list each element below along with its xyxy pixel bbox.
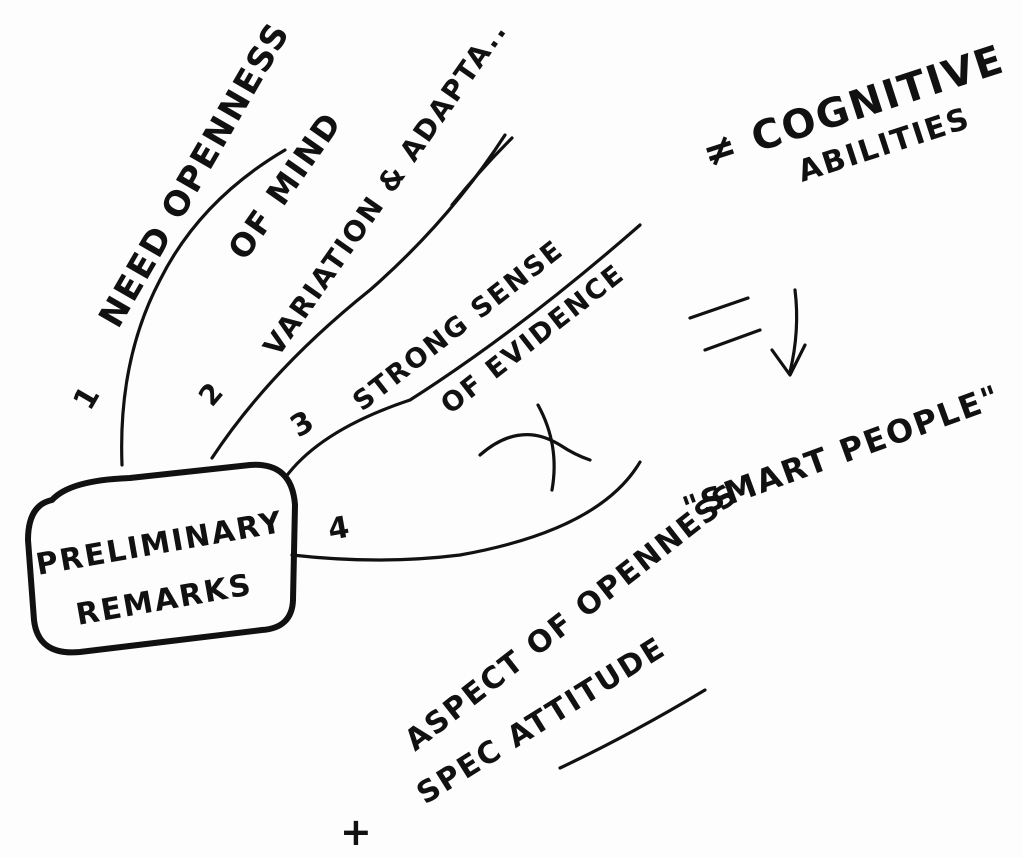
branch-2-underline — [450, 136, 514, 207]
down-arrow-icon — [770, 288, 807, 377]
cognitive-abilities-note: ≠ COGNITIVE ABILITIES — [697, 37, 1010, 190]
central-node-box — [25, 461, 298, 656]
aspect-note-underline — [558, 688, 707, 770]
central-node: PRELIMINARY REMARKS — [25, 461, 298, 656]
branch-3-line — [283, 223, 642, 480]
aspect-note-plus: + — [340, 810, 374, 854]
branch-2-number: 2 — [192, 375, 231, 413]
equals-sign-icon — [688, 296, 762, 352]
branch-1-number: 1 — [67, 379, 109, 416]
branch-1-line — [120, 148, 287, 467]
central-node-line2: REMARKS — [73, 567, 255, 632]
crossed-arcs-icon — [478, 403, 592, 492]
branch-4: 4 — [290, 460, 642, 562]
branch-4-line — [290, 460, 642, 562]
branch-3-number: 3 — [285, 403, 322, 445]
branch-1-label-line1: NEED OPENNESS — [91, 15, 298, 334]
branch-4-number: 4 — [325, 509, 354, 547]
